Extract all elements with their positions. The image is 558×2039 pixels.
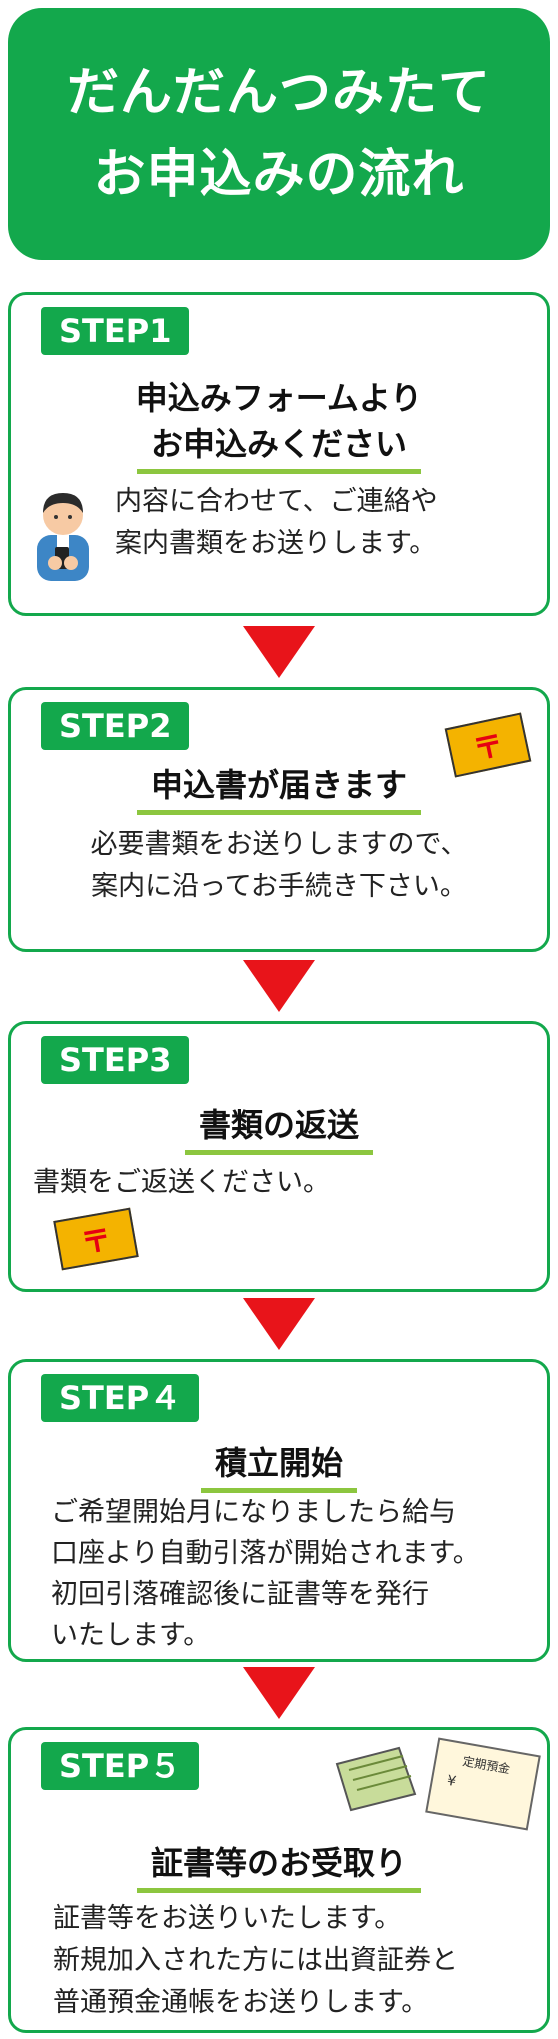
down-arrow-2 — [243, 960, 315, 1012]
step1-body-line1: 内容に合わせて、ご連絡や — [115, 486, 438, 517]
step1-title-line2: お申込みください — [11, 421, 547, 474]
step1-badge: STEP1 — [41, 307, 190, 355]
step1-title-line1: 申込みフォームより — [135, 379, 423, 417]
step2-title-underlined: 申込書が届きます — [136, 762, 421, 815]
step5-body-line3: 普通預金通帳をお送りします。 — [53, 1987, 429, 2018]
step1-title-underlined: お申込みください — [136, 421, 421, 474]
step2-title: 申込書が届きます — [11, 762, 547, 815]
step4-badge: STEP４ — [41, 1374, 200, 1422]
certificate-icon: 定期預金 ¥ — [425, 1737, 541, 1831]
step1-body-line2: 案内書類をお送りします。 — [115, 528, 437, 559]
postal-mark-icon: 〒 — [78, 1222, 115, 1263]
down-arrow-1 — [243, 626, 315, 678]
step5-card: STEP５ 定期預金 ¥ 証書等のお受取り 証書等をお送りいたします。 新規加入… — [8, 1727, 550, 2033]
step4-card: STEP４ 積立開始 ご希望開始月になりましたら給与 口座より自動引落が開始され… — [8, 1359, 550, 1662]
step2-card: STEP2 〒 申込書が届きます 必要書類をお送りしますので、 案内に沿ってお手… — [8, 687, 550, 952]
step5-body-line1: 証書等をお送りいたします。 — [53, 1903, 402, 1934]
step3-title: 書類の返送 — [11, 1102, 547, 1155]
step5-title-underlined: 証書等のお受取り — [136, 1840, 421, 1893]
header-title-line1: だんだんつみたて — [66, 63, 491, 123]
step3-card: STEP3 書類の返送 書類をご返送ください。 〒 — [8, 1021, 550, 1292]
step4-body-line3: 初回引落確認後に証書等を発行 — [51, 1579, 429, 1610]
step3-body-line1: 書類をご返送ください。 — [33, 1167, 330, 1198]
step2-body-line1: 必要書類をお送りしますので、 — [90, 829, 468, 860]
step2-body-line2: 案内に沿ってお手続き下さい。 — [91, 871, 467, 902]
postal-envelope-icon: 〒 — [53, 1207, 139, 1271]
person-with-phone-icon — [37, 493, 89, 581]
step5-badge: STEP５ — [41, 1742, 200, 1790]
down-arrow-3 — [243, 1298, 315, 1350]
step4-title-underlined: 積立開始 — [200, 1440, 357, 1493]
bankbook-icon — [335, 1746, 417, 1812]
step4-body-line1: ご希望開始月になりましたら給与 — [51, 1497, 456, 1528]
step3-badge: STEP3 — [41, 1036, 190, 1084]
page-header: だんだんつみたて お申込みの流れ — [8, 8, 550, 260]
step5-title: 証書等のお受取り — [11, 1840, 547, 1893]
header-title-line2: お申込みの流れ — [93, 145, 465, 205]
down-arrow-4 — [243, 1667, 315, 1719]
step4-title: 積立開始 — [11, 1440, 547, 1493]
step5-body-line2: 新規加入された方には出資証券と — [53, 1945, 458, 1976]
step3-title-underlined: 書類の返送 — [184, 1102, 373, 1155]
step2-badge: STEP2 — [41, 702, 190, 750]
step1-card: STEP1 申込みフォームより お申込みください 内容に合わせて、ご連絡や 案内… — [8, 292, 550, 616]
step4-body-line2: 口座より自動引落が開始されます。 — [51, 1538, 480, 1569]
step4-body-line4: いたします。 — [51, 1620, 211, 1651]
